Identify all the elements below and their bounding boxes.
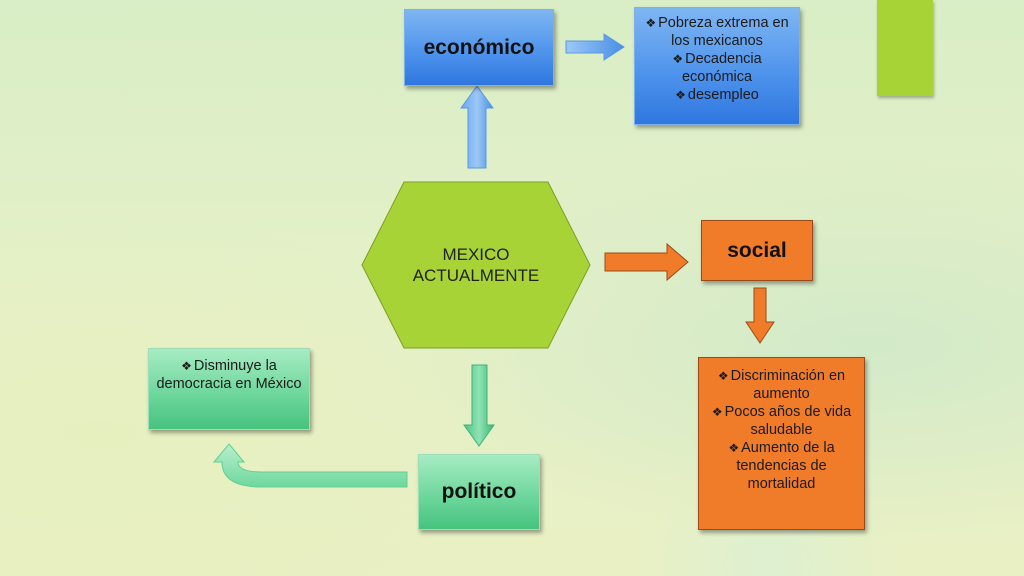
politico-title: político	[441, 480, 517, 503]
arrow-down-social-bullets	[745, 287, 775, 344]
bullet-item: desempleo	[639, 86, 795, 104]
bullet-item: Disminuye la democracia en México	[153, 357, 305, 393]
arrow-down-to-politico	[463, 364, 495, 447]
politico-bullets-box: Disminuye la democracia en México	[148, 348, 310, 430]
arrow-up-to-economico	[460, 85, 494, 169]
arrow-right-economico-bullets	[565, 33, 625, 61]
bullet-item: Pocos años de vida saludable	[703, 403, 860, 439]
bullet-item: Aumento de la tendencias de mortalidad	[703, 439, 860, 493]
economico-box: económico	[404, 9, 554, 86]
arrow-bent-politico-bullets	[212, 443, 408, 488]
politico-bullet-list: Disminuye la democracia en México	[149, 349, 309, 399]
center-hexagon	[361, 181, 591, 349]
economico-bullets-box: Pobreza extrema en los mexicanos Decaden…	[634, 7, 800, 125]
accent-bar	[877, 0, 933, 96]
social-bullet-list: Discriminación en aumento Pocos años de …	[699, 358, 864, 499]
economico-title: económico	[423, 35, 535, 59]
social-bullets-box: Discriminación en aumento Pocos años de …	[698, 357, 865, 530]
arrow-right-to-social	[604, 242, 689, 282]
bullet-item: Pobreza extrema en los mexicanos	[639, 14, 795, 50]
bullet-item: Discriminación en aumento	[703, 367, 860, 403]
social-box: social	[701, 220, 813, 281]
politico-box: político	[418, 454, 540, 530]
social-title: social	[727, 238, 787, 262]
bullet-item: Decadencia económica	[639, 50, 795, 86]
economico-bullet-list: Pobreza extrema en los mexicanos Decaden…	[635, 8, 799, 110]
